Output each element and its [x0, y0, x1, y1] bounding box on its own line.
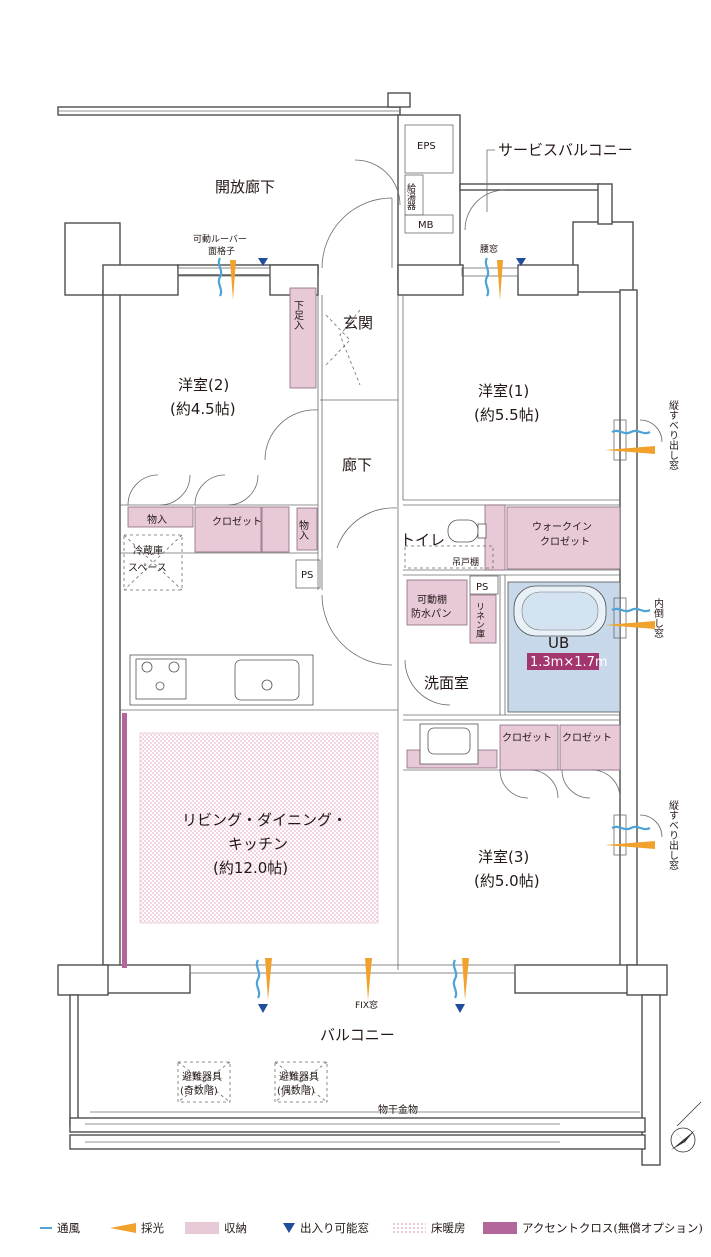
label-evac-even-2: (偶数階): [277, 1084, 315, 1097]
ps-box-2: [469, 575, 499, 595]
label-closet-a: クロゼット: [212, 516, 262, 528]
legend-accent-cloth: アクセントクロス(無償オプション): [483, 1220, 703, 1236]
label-hanging-shelf: 吊戸棚: [452, 556, 479, 568]
floor-heat-icon: [392, 1222, 426, 1234]
label-eps: EPS: [417, 141, 436, 152]
label-balcony: バルコニー: [320, 1026, 395, 1044]
label-clothes-hanger: 物干金物: [378, 1103, 418, 1116]
label-western1-name: 洋室(1): [478, 382, 529, 400]
label-louver-line1: 可動ルーバー: [193, 234, 247, 245]
legend: 通風 採光 収納 出入り可能窓 床暖房 アクセントクロス(無償オプション): [0, 1212, 711, 1242]
label-storage-a: 物入: [147, 513, 167, 526]
service-balcony-leader: [486, 149, 495, 212]
label-ub-name: UB: [548, 634, 569, 652]
label-slide-window-2: 縦すべり出し窓: [667, 799, 679, 870]
light-icon: [110, 1223, 136, 1233]
toilet-fixture: [447, 519, 487, 543]
entry-triangle-icon: [283, 1223, 295, 1233]
label-storage-b: 物入: [297, 519, 309, 540]
label-walkin-1: ウォークイン: [532, 521, 592, 533]
legend-light-label: 採光: [141, 1221, 164, 1235]
legend-entry-label: 出入り可能窓: [300, 1221, 369, 1235]
label-ub-size: 1.3m×1.7m: [530, 655, 608, 670]
airflow-icon: [40, 1227, 52, 1229]
legend-floor-heat: 床暖房: [392, 1220, 466, 1236]
legend-airflow-label: 通風: [57, 1221, 80, 1235]
label-fridge-line1: 冷蔵庫: [133, 544, 163, 557]
hanging-shelf-dashed: [404, 545, 494, 569]
accent-cloth-icon: [483, 1222, 517, 1234]
ps-box-1: [295, 559, 321, 589]
storage-icon: [185, 1222, 219, 1234]
label-service-balcony: サービスバルコニー: [498, 141, 633, 159]
legend-entry: 出入り可能窓: [283, 1220, 369, 1236]
label-louver-line2: 面格子: [208, 245, 235, 257]
compass-icon: [670, 1101, 702, 1153]
legend-floor-heat-label: 床暖房: [431, 1221, 466, 1235]
label-hallway: 廊下: [342, 456, 372, 474]
label-walkin-2: クロゼット: [540, 536, 590, 548]
label-linen: リネン庫: [474, 602, 485, 639]
label-toilet: トイレ: [400, 531, 445, 549]
legend-accent-cloth-label: アクセントクロス(無償オプション): [522, 1221, 703, 1235]
label-mb: MB: [418, 220, 434, 231]
evacuation-hatch-even: [274, 1061, 328, 1103]
label-ldk-line1: リビング・ダイニング・: [182, 811, 347, 829]
floor-heating-area: [139, 732, 379, 924]
label-entrance: 玄関: [343, 314, 373, 332]
label-closet-c: クロゼット: [562, 732, 612, 744]
label-ldk-line2: キッチン: [228, 835, 288, 853]
window-indicators: [177, 257, 663, 1013]
label-ldk-size: (約12.0帖): [213, 859, 288, 877]
label-open-corridor: 開放廊下: [215, 178, 275, 196]
legend-storage: 収納: [185, 1220, 247, 1236]
evacuation-hatch-odd: [177, 1061, 231, 1103]
fridge-space: [123, 534, 183, 591]
label-inward-window: 内倒し窓: [652, 597, 664, 638]
label-washroom: 洗面室: [424, 674, 469, 692]
label-water-heater: 給湯器: [405, 182, 416, 210]
label-evac-even-1: 避難器具: [279, 1070, 319, 1083]
label-closet-b: クロゼット: [502, 732, 552, 744]
label-western1-size: (約5.5帖): [474, 406, 540, 424]
label-ps2: PS: [476, 582, 488, 593]
label-waist-window: 腰窓: [480, 243, 498, 255]
label-western3-name: 洋室(3): [478, 848, 529, 866]
label-waterproof-pan: 防水パン: [411, 607, 452, 620]
unit-bath: [507, 581, 621, 713]
label-shoe-box: 下足入: [292, 300, 304, 330]
accent-cloth-wall: [122, 713, 127, 968]
label-ps1: PS: [301, 570, 313, 581]
label-evac-odd-2: (奇数階): [180, 1084, 218, 1097]
wash-basin: [419, 723, 479, 765]
label-movable-shelf: 可動棚: [417, 593, 447, 606]
label-western3-size: (約5.0帖): [474, 872, 540, 890]
label-evac-odd-1: 避難器具: [182, 1070, 222, 1083]
label-western2-name: 洋室(2): [178, 376, 229, 394]
label-western2-size: (約4.5帖): [170, 400, 236, 418]
label-fridge-line2: スペース: [128, 563, 167, 574]
legend-storage-label: 収納: [224, 1221, 247, 1235]
label-slide-window-1: 縦すべり出し窓: [667, 399, 679, 470]
interior-walls: [120, 295, 620, 970]
legend-airflow: 通風: [40, 1220, 80, 1236]
legend-light: 採光: [110, 1220, 164, 1236]
kitchen-counter: [129, 654, 314, 706]
doors: [127, 159, 621, 799]
label-fix-window: FIX窓: [355, 999, 378, 1011]
